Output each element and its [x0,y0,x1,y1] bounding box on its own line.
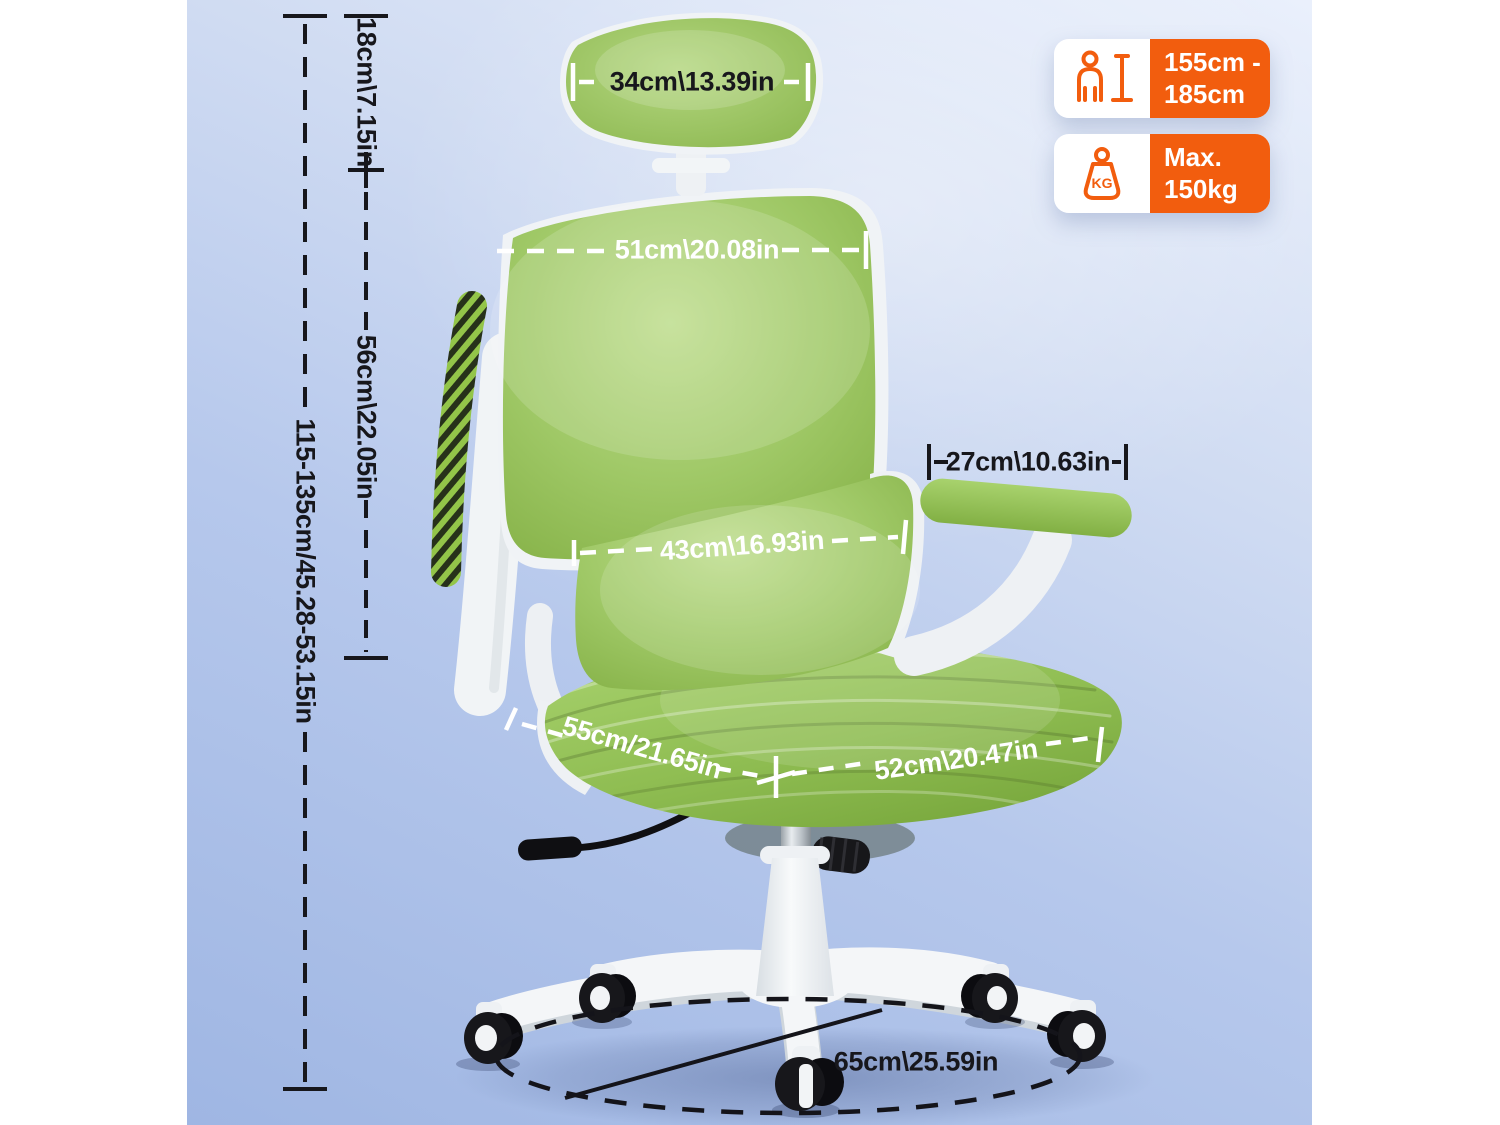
tilt-lever [518,802,706,861]
dim-backrest-height: 56cm\22.05in [351,334,382,500]
right-armrest [894,478,1132,676]
backrest [490,188,889,571]
dim-headrest-height: 18cm\7.15in [351,17,382,167]
headrest [560,12,824,196]
casters [456,964,1114,1118]
weight-kg-icon: KG [1054,134,1150,213]
dim-overall-height: 115-135cm/45.28-53.15in [290,418,321,724]
right-armrest-pad [920,478,1132,538]
person-height-icon [1054,39,1150,118]
dim-armrest-depth: 27cm\10.63in [945,446,1111,477]
dimension-lines [283,14,1128,1116]
lumbar-support [575,471,925,691]
dim-base-diameter: 65cm\25.59in [833,1046,999,1077]
kg-label: KG [1092,175,1113,191]
dim-backrest-width: 51cm\20.08in [614,234,780,265]
gas-lift-column [518,802,915,996]
height-range-line1: 155cm - [1164,47,1261,78]
height-range-text: 155cm - 185cm [1150,39,1270,118]
left-armrest-pad [431,291,487,587]
max-weight-line1: Max. [1164,142,1222,173]
dim-headrest-width: 34cm\13.39in [609,66,775,97]
max-weight-badge: KG Max. 150kg [1054,134,1270,213]
max-weight-text: Max. 150kg [1150,134,1270,213]
height-range-line2: 185cm [1164,78,1245,109]
max-weight-line2: 150kg [1164,173,1238,204]
height-range-badge: 155cm - 185cm [1054,39,1270,118]
